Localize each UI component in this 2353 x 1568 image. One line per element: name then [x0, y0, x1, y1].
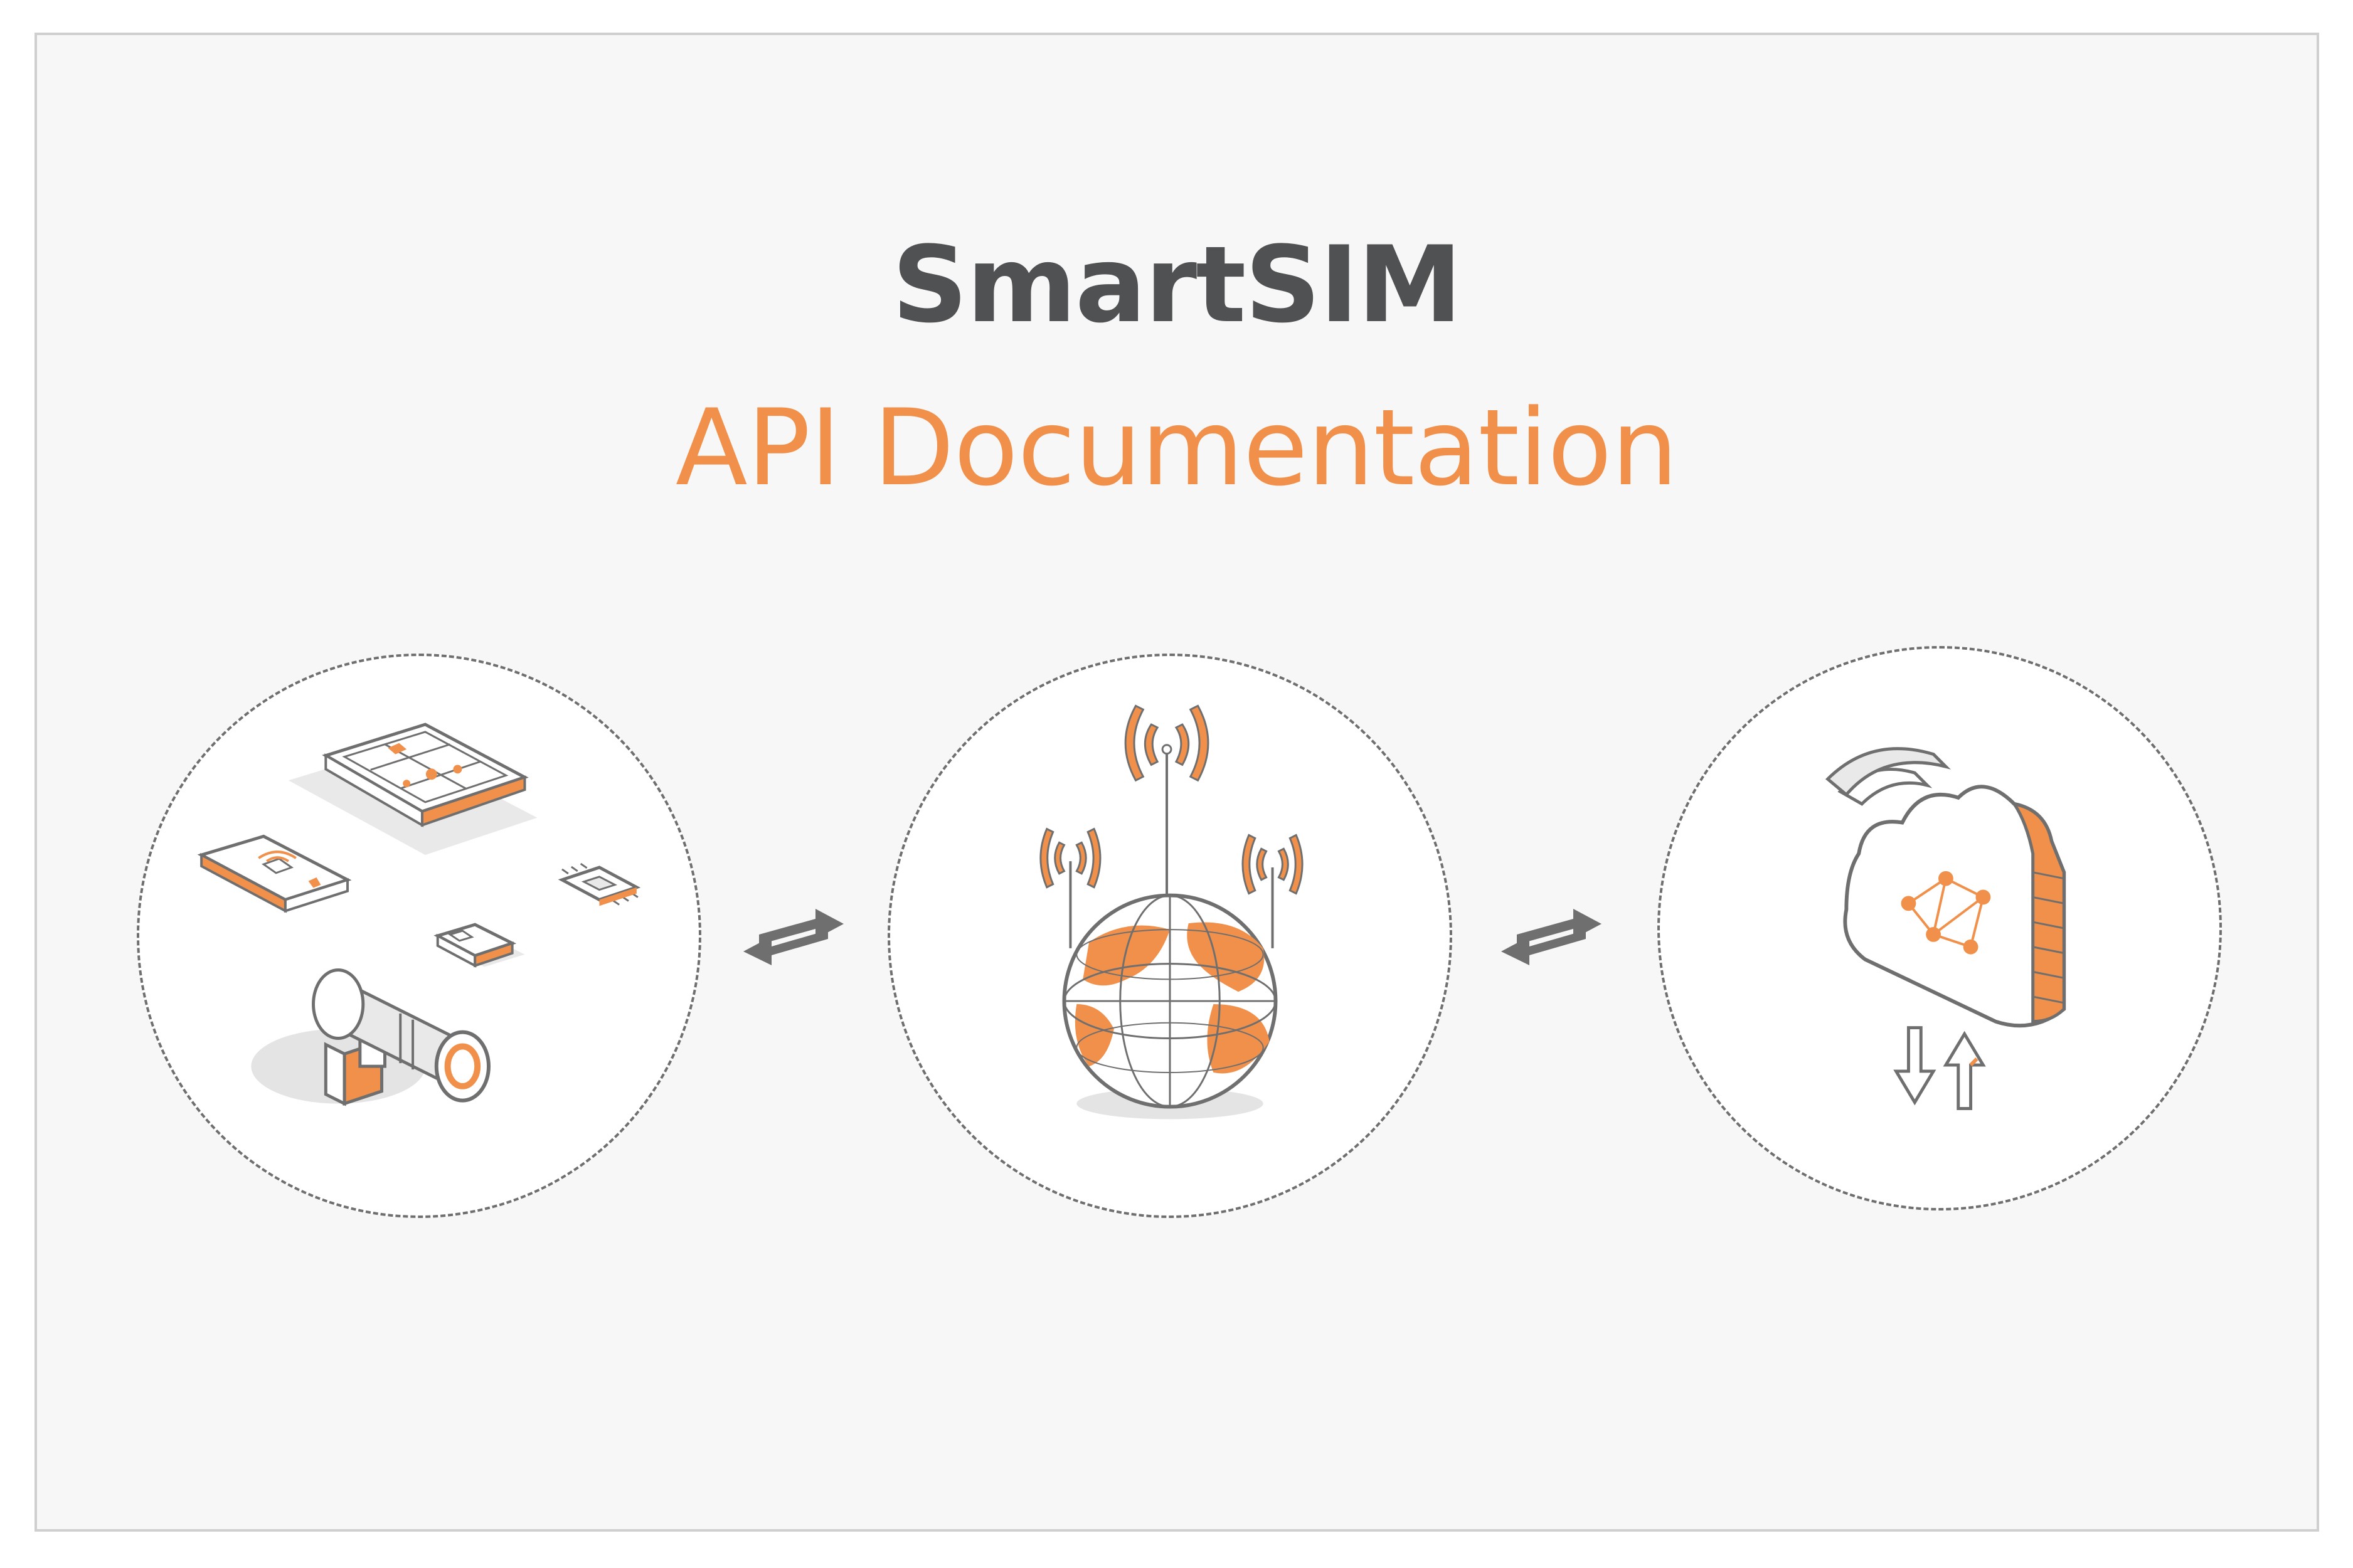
- chip-icon: [558, 862, 641, 906]
- bidirectional-arrow-icon: [740, 900, 847, 975]
- global-network-circle: [888, 654, 1452, 1218]
- tablet-icon: [288, 723, 538, 856]
- antenna-icon: [1039, 704, 1304, 948]
- page-title: SmartSIM: [891, 223, 1462, 346]
- usb-modem-icon: [433, 923, 525, 968]
- cloud-circle: [1657, 646, 2222, 1210]
- wifi-signal-icon: [1825, 747, 1951, 806]
- iot-devices-illustration: [197, 723, 641, 1106]
- iot-devices-circle: [137, 654, 701, 1218]
- page-subtitle: API Documentation: [675, 386, 1678, 509]
- transfer-arrows-icon: [1893, 1026, 1986, 1110]
- bidirectional-arrow-icon: [1498, 900, 1605, 975]
- camera-icon: [251, 968, 491, 1106]
- cloud-illustration: [1825, 747, 2066, 1110]
- global-network-illustration: [1039, 704, 1304, 1120]
- cloud-icon: [1843, 785, 2066, 1028]
- globe-icon: [1062, 893, 1278, 1120]
- network-graph-icon: [1901, 871, 1991, 955]
- smartphone-icon: [197, 834, 352, 913]
